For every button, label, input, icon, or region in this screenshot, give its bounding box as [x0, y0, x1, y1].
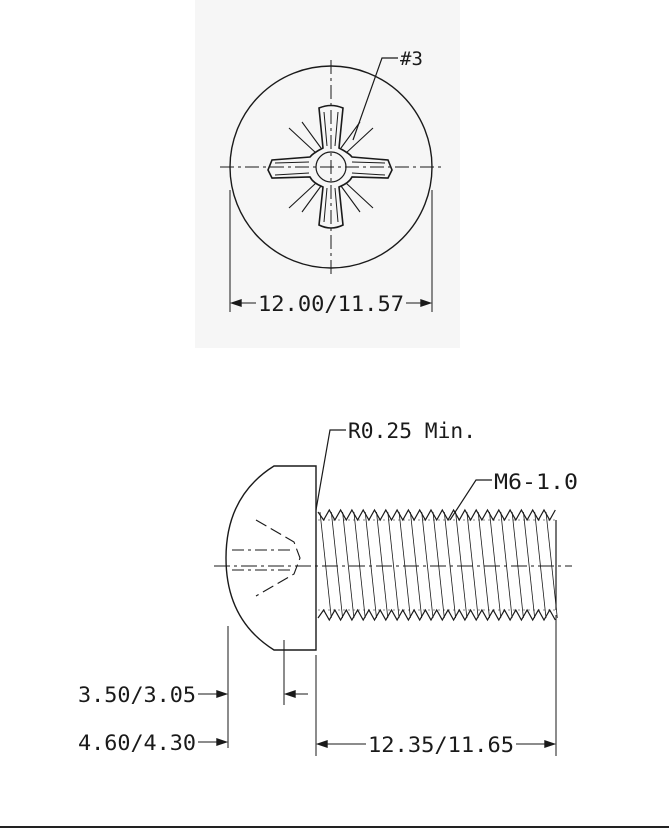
radius-label: R0.25 Min.: [348, 419, 476, 443]
diameter-arrow-left: [229, 299, 242, 307]
drive-depth-arrow-right: [283, 690, 296, 698]
recess-inner-right: [351, 161, 386, 176]
thread-top-edge: [317, 508, 556, 522]
thread-lines: [319, 511, 558, 619]
drive-depth-arrow-left: [216, 690, 229, 698]
radius-leader: [315, 429, 346, 511]
length-arrow-left: [315, 740, 328, 748]
diameter-arrow-right: [420, 299, 433, 307]
length-label: 12.35/11.65: [368, 733, 514, 757]
head-recess: [255, 519, 301, 597]
thread-spec-label: M6-1.0: [494, 470, 578, 494]
drive-leader: [352, 57, 398, 141]
diameter-label: 12.00/11.57: [258, 292, 404, 316]
bottom-border: [0, 826, 669, 828]
top-view: [220, 57, 443, 312]
recess-inner-bottom: [323, 187, 339, 223]
recess-inner-top: [323, 111, 339, 147]
drive-size-label: #3: [400, 48, 423, 70]
thread-leader: [449, 479, 492, 521]
top-view-panel: [195, 0, 460, 348]
recess-inner-left: [274, 161, 310, 176]
head-height-arrow-left: [216, 738, 229, 746]
head-height-label: 4.60/4.30: [78, 731, 196, 755]
recess-center: [315, 151, 347, 183]
length-arrow-right: [544, 740, 557, 748]
recess-wings: [288, 121, 374, 213]
phillips-recess: [267, 104, 393, 229]
side-view: [198, 429, 572, 756]
thread-bottom-edge: [317, 608, 556, 622]
drive-depth-label: 3.50/3.05: [78, 683, 196, 707]
head-profile: [225, 465, 317, 651]
